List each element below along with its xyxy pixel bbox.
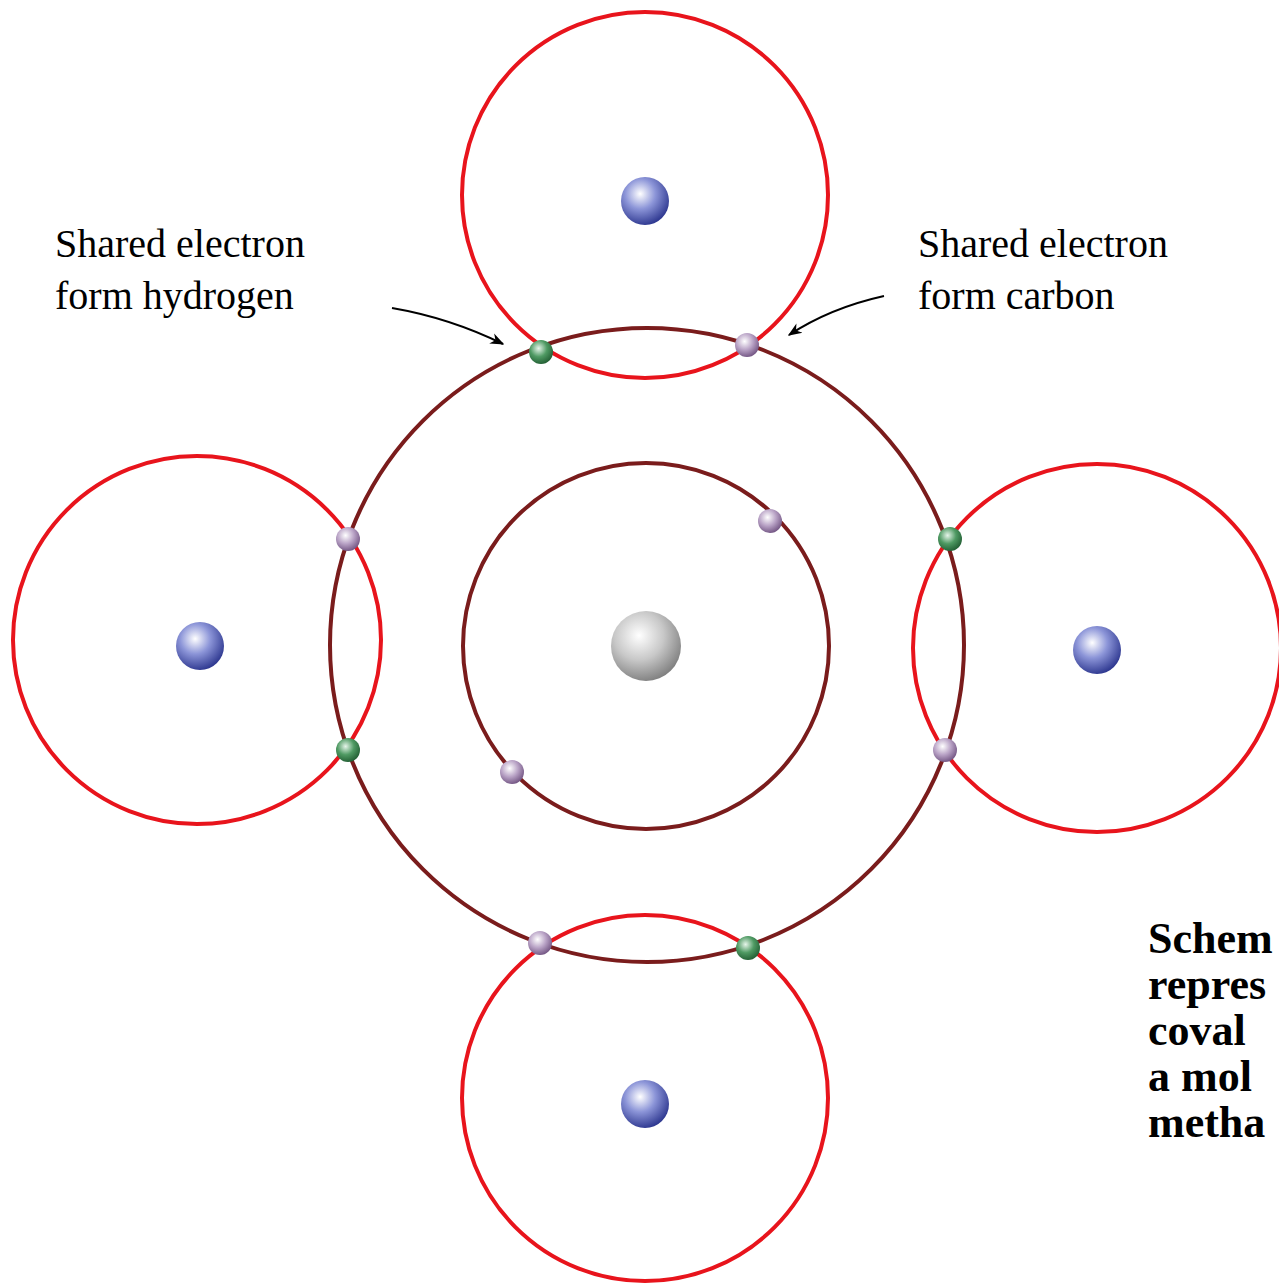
hydrogen-nucleus xyxy=(176,622,224,670)
hydrogen-electron xyxy=(736,936,760,960)
carbon-electron xyxy=(758,509,782,533)
hydrogen-shell xyxy=(13,456,381,824)
carbon-electron xyxy=(933,738,957,762)
carbon-electron xyxy=(336,527,360,551)
carbon-inner-shell xyxy=(463,463,829,829)
callout-label: Shared electron form carbon xyxy=(918,218,1238,322)
hydrogen-shell xyxy=(913,464,1279,832)
carbon-electron xyxy=(528,931,552,955)
hydrogen-shell xyxy=(462,12,828,378)
carbon-electron xyxy=(500,760,524,784)
carbon-electron xyxy=(735,333,759,357)
hydrogen-shell xyxy=(462,915,828,1281)
hydrogen-nucleus xyxy=(621,177,669,225)
hydrogen-electron xyxy=(938,527,962,551)
hydrogen-electron xyxy=(336,738,360,762)
leader-arrow xyxy=(789,296,884,335)
carbon-outer-shell xyxy=(330,328,964,962)
hydrogen-electron xyxy=(529,340,553,364)
carbon-nucleus xyxy=(611,611,681,681)
callout-label: Shared electron form hydrogen xyxy=(55,218,375,322)
leader-arrow xyxy=(392,308,503,344)
figure-caption: Schem repres coval a mol metha xyxy=(1148,916,1278,1146)
hydrogen-nucleus xyxy=(621,1080,669,1128)
hydrogen-nucleus xyxy=(1073,626,1121,674)
